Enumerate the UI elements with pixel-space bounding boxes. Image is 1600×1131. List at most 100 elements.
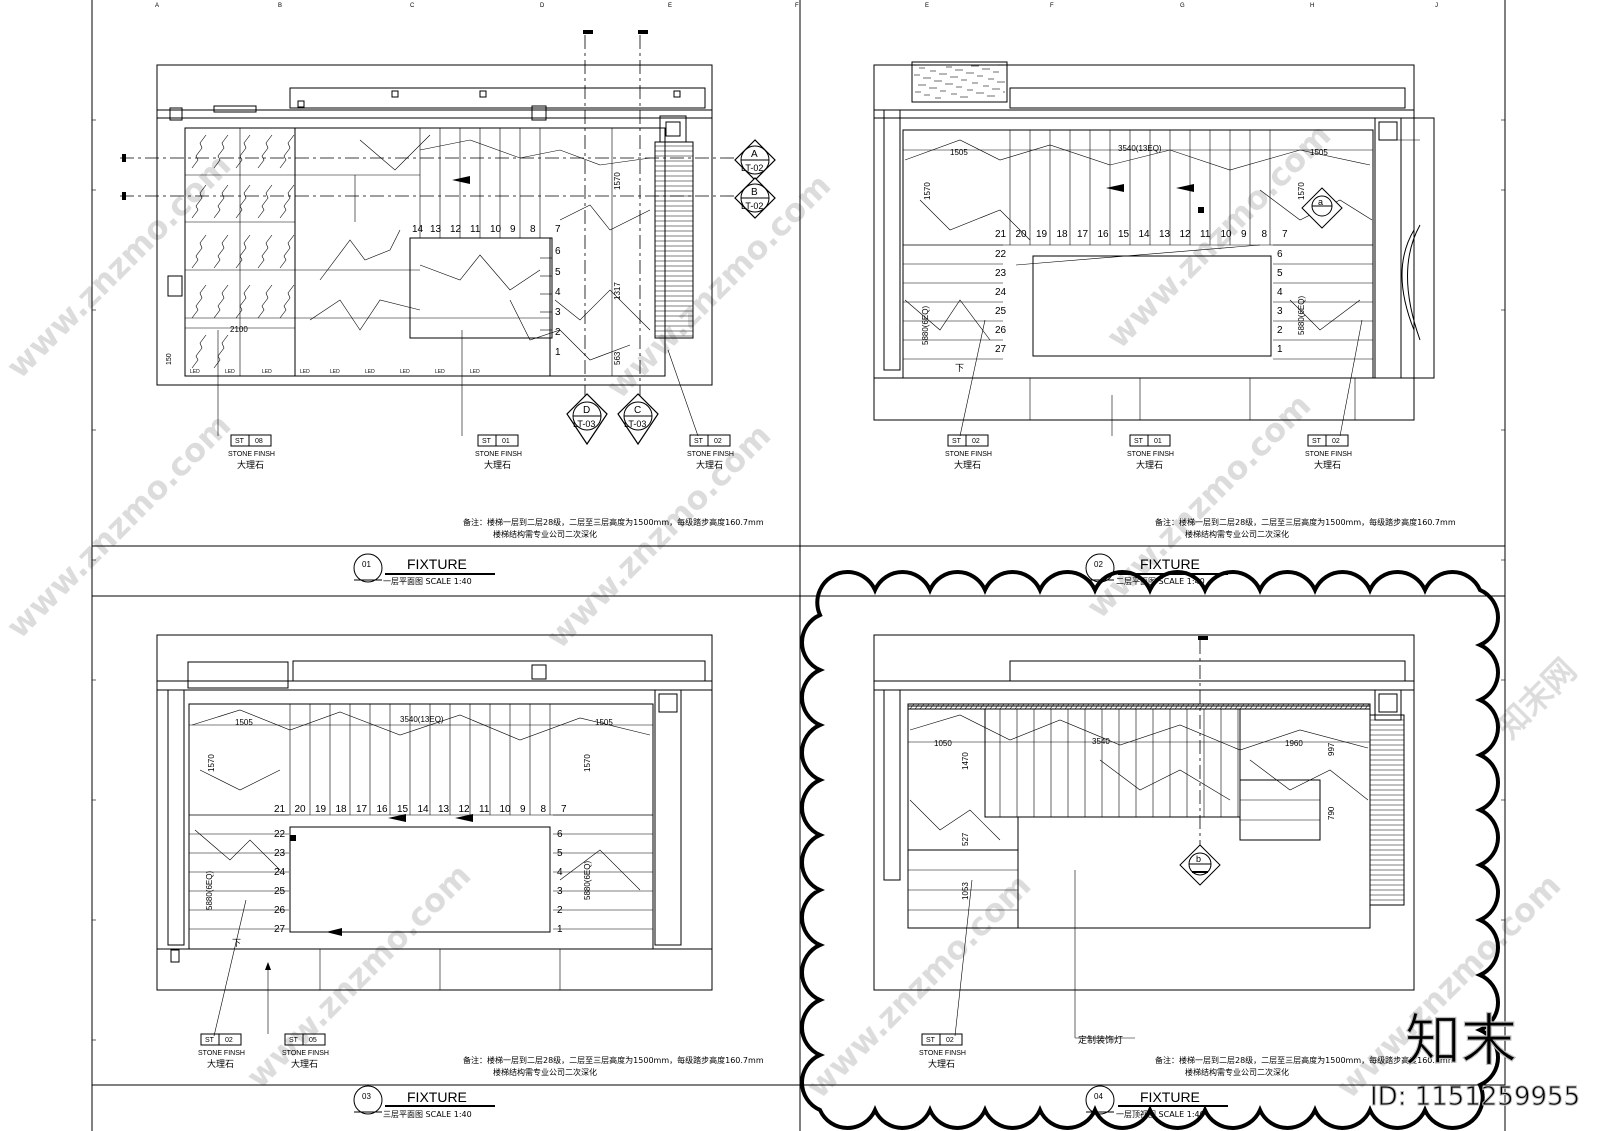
sheet-frame xyxy=(91,0,1506,1131)
marble-hatch xyxy=(191,134,295,369)
grid-letter: A xyxy=(155,3,159,9)
step-number: 21 xyxy=(274,804,286,815)
dimension: 3540(13EQ) xyxy=(400,715,444,724)
step-number: 12 xyxy=(1180,229,1192,240)
grid-letter: D xyxy=(540,3,545,9)
tag-material: 大理石 xyxy=(1314,459,1341,471)
drawing-title: FIXTURE xyxy=(407,1089,467,1105)
led-label: LED xyxy=(470,369,480,375)
drawing-number: 01 xyxy=(362,560,371,569)
material-tag: ST 02 STONE FINSH 大理石 xyxy=(945,319,992,471)
note-line: 楼梯结构需专业公司二次深化 xyxy=(493,529,597,539)
title-block-03: 03 FIXTURE 三层平面图 SCALE 1:40 xyxy=(353,1085,495,1119)
tag-code: ST xyxy=(1134,438,1144,445)
step-number: 1 xyxy=(557,924,563,935)
dimension: 1570 xyxy=(583,754,592,772)
tag-number: 01 xyxy=(1154,438,1162,445)
material-tag: ST 08 STONE FINSH 大理石 xyxy=(217,330,275,471)
tag-label: STONE FINSH xyxy=(475,451,522,458)
grid-letters: A B C D E F E F G H J xyxy=(155,3,1438,9)
step-number: 6 xyxy=(557,829,563,840)
note-line: 备注：楼梯一层到二层28级，二层至三层高度为1500mm，每级踏步高度160.7… xyxy=(1155,517,1456,527)
dimension: 5880(6EQ) xyxy=(205,871,214,910)
step-number: 9 xyxy=(520,804,526,815)
step-number: 13 xyxy=(438,804,450,815)
step-number: 8 xyxy=(530,224,536,235)
drawing-number: 02 xyxy=(1094,560,1103,569)
drawing-title: FIXTURE xyxy=(1140,1089,1200,1105)
dimension: 1570 xyxy=(1297,182,1306,200)
brand: 知末 ID: 1151259955 xyxy=(1370,1008,1581,1112)
step-number: 23 xyxy=(995,268,1007,279)
down-label: 下 xyxy=(955,364,964,374)
section-letter: B xyxy=(751,187,758,198)
step-number: 15 xyxy=(1118,229,1130,240)
section-marker-c: C LT-03 xyxy=(617,393,659,446)
step-number: 2 xyxy=(1277,325,1283,336)
step-number: 5 xyxy=(1277,268,1283,279)
step-number: 12 xyxy=(450,224,462,235)
section-marker-a-small: a xyxy=(1301,187,1343,229)
tag-material: 大理石 xyxy=(207,1058,234,1070)
dimension: 5880(6EQ) xyxy=(921,306,930,345)
drawing-title: FIXTURE xyxy=(1140,556,1200,572)
tag-label: STONE FINSH xyxy=(1127,451,1174,458)
dimension: 1505 xyxy=(595,718,613,727)
step-number: 20 xyxy=(1016,229,1028,240)
tag-code: ST xyxy=(289,1037,299,1044)
dimension: 997 xyxy=(1327,742,1336,756)
dimension: 1570 xyxy=(207,754,216,772)
step-number: 6 xyxy=(555,246,561,257)
step-number: 1 xyxy=(1277,344,1283,355)
step-number: 9 xyxy=(1241,229,1247,240)
tag-code: ST xyxy=(235,438,245,445)
step-number: 3 xyxy=(555,307,561,318)
material-tag: ST 01 STONE FINSH 大理石 xyxy=(461,330,522,471)
drawing-subtitle: 一层平面图 SCALE 1:40 xyxy=(383,577,472,586)
tag-number: 02 xyxy=(972,438,980,445)
step-number: 18 xyxy=(336,804,348,815)
tag-code: ST xyxy=(952,438,962,445)
dimension: 1505 xyxy=(1310,148,1328,157)
section-marker-b: B LT-02 xyxy=(734,177,776,219)
note-line: 楼梯结构需专业公司二次深化 xyxy=(1185,529,1289,539)
step-number: 5 xyxy=(555,267,561,278)
step-number: 15 xyxy=(397,804,409,815)
section-ref: LT-02 xyxy=(741,201,763,211)
watermark: www.znzmo.com xyxy=(0,406,238,645)
step-number: 18 xyxy=(1057,229,1069,240)
panel-04: 1050 3540 1960 1470 997 790 527 1053 xyxy=(873,634,1415,1038)
led-label: LED xyxy=(300,369,310,375)
step-number: 9 xyxy=(510,224,516,235)
dimension: 5880(6EQ) xyxy=(583,861,592,900)
section-marker-a: A LT-02 xyxy=(734,139,776,181)
drawing-subtitle: 二层平面图 SCALE 1:40 xyxy=(1116,577,1205,586)
step-number: 4 xyxy=(557,867,563,878)
step-number: 22 xyxy=(274,829,286,840)
dimension: 1053 xyxy=(961,882,970,900)
dimension: 1570 xyxy=(613,172,622,190)
step-number: 8 xyxy=(1262,229,1268,240)
grid-letter: B xyxy=(278,3,282,9)
step-number: 7 xyxy=(561,804,567,815)
watermark: www.znzmo.com xyxy=(799,866,1038,1105)
dimension: 1570 xyxy=(923,182,932,200)
watermarks: www.znzmo.com www.znzmo.com www.znzmo.co… xyxy=(0,116,1584,1105)
grid-letter: F xyxy=(795,3,799,9)
dimension: 1050 xyxy=(934,739,952,748)
section-marker-d: D LT-03 xyxy=(566,393,608,446)
step-number: 20 xyxy=(295,804,307,815)
drawing-number: 03 xyxy=(362,1092,371,1101)
step-number: 11 xyxy=(479,804,490,815)
step-number: 13 xyxy=(430,224,442,235)
step-number: 10 xyxy=(1221,229,1233,240)
tag-number: 02 xyxy=(714,438,722,445)
led-label: LED xyxy=(365,369,375,375)
step-number: 12 xyxy=(459,804,471,815)
step-number: 7 xyxy=(555,224,561,235)
note-line: 备注：楼梯一层到二层28级，二层至三层高度为1500mm，每级踏步高度160.7… xyxy=(463,1055,764,1065)
note-line: 楼梯结构需专业公司二次深化 xyxy=(493,1067,597,1077)
step-number: 27 xyxy=(995,344,1007,355)
drawing-subtitle: 一层顶视图 SCALE 1:40 xyxy=(1116,1109,1205,1119)
